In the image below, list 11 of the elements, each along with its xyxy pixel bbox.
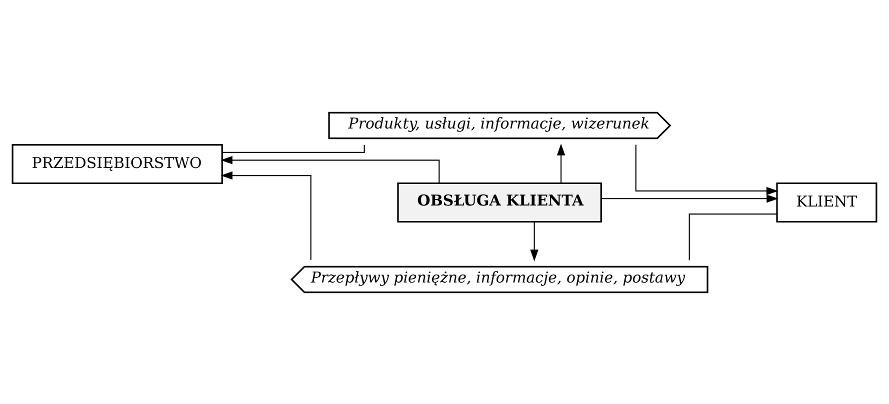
arrow: [220, 156, 440, 182]
arrow: [556, 143, 566, 183]
arrow: [530, 221, 538, 261]
arrow: [635, 144, 778, 195]
arrow: [220, 170, 312, 260]
node-box: KLIENT: [776, 182, 878, 222]
connector: [688, 213, 777, 260]
node-box: OBSŁUGA KLIENTA: [397, 182, 602, 222]
connector: [222, 144, 365, 152]
node-box: PRZEDSIĘBIORSTWO: [12, 143, 223, 184]
arrow: [601, 194, 778, 202]
